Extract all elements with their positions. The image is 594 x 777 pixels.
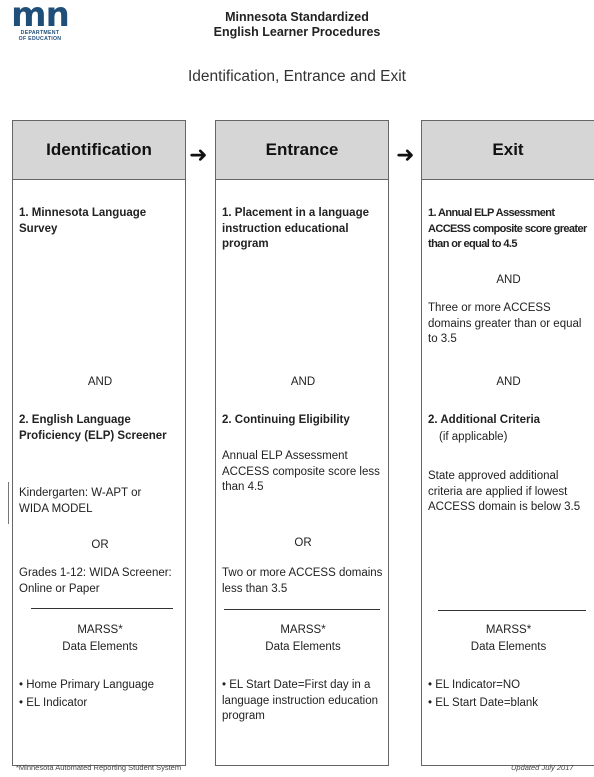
- exit-three-or-more: Three or more ACCESS domains greater tha…: [428, 302, 582, 345]
- entrance-item1: 1. Placement in a language instruction e…: [222, 207, 369, 250]
- entrance-bullet1: • EL Start Date=First day in a language …: [222, 679, 379, 722]
- identification-kindergarten: Kindergarten: W-APT or WIDA MODEL: [19, 487, 142, 515]
- identification-divider: [31, 608, 173, 609]
- document-title-line1: Minnesota Standardized: [225, 10, 369, 24]
- document-title-line2: English Learner Procedures: [213, 25, 381, 39]
- identification-item1: 1. Minnesota Language Survey: [19, 207, 147, 235]
- identification-column: Identification 1. Minnesota Language Sur…: [12, 120, 186, 766]
- exit-divider: [438, 610, 586, 611]
- updated-date: Updated July 2017: [511, 763, 574, 772]
- entrance-and: AND: [290, 376, 316, 388]
- entrance-column: Entrance 1. Placement in a language inst…: [215, 120, 389, 766]
- entrance-annual-score: Annual ELP Assessment ACCESS composite s…: [222, 450, 380, 493]
- identification-bullet2: • EL Indicator: [19, 697, 88, 709]
- entrance-item2: 2. Continuing Eligibility: [222, 414, 350, 426]
- exit-bullet2: • EL Start Date=blank: [428, 697, 539, 709]
- document-subtitle: Identification, Entrance and Exit: [188, 68, 406, 85]
- entrance-or: OR: [294, 537, 312, 549]
- arrow-right-icon: ➜: [189, 143, 208, 168]
- exit-if-applicable: (if applicable): [439, 431, 508, 443]
- logo-dept-line1: DEPARTMENT: [20, 30, 60, 36]
- mde-logo: mn DEPARTMENT OF EDUCATION: [0, 0, 80, 42]
- exit-data-elements: Data Elements: [470, 641, 547, 653]
- exit-heading: Exit: [422, 121, 594, 180]
- exit-and-2: AND: [496, 376, 521, 388]
- identification-item2: 2. English Language Proficiency (ELP) Sc…: [19, 414, 167, 442]
- arrow-right-icon: ➜: [396, 143, 415, 168]
- identification-bullet1: • Home Primary Language: [19, 679, 155, 691]
- identification-marss: MARSS*: [77, 624, 123, 636]
- identification-or: OR: [91, 539, 109, 551]
- identification-and: AND: [87, 376, 113, 388]
- exit-and-1: AND: [496, 274, 521, 286]
- identification-grades: Grades 1-12: WIDA Screener: Online or Pa…: [19, 567, 172, 595]
- entrance-divider: [224, 609, 380, 610]
- entrance-heading: Entrance: [216, 121, 388, 180]
- exit-state-criteria: State approved additional criteria are a…: [428, 470, 581, 513]
- scan-margin-mark: [8, 482, 9, 524]
- entrance-two-or-more: Two or more ACCESS domains less than 3.5: [222, 567, 383, 595]
- exit-column: Exit 1. Annual ELP Assessment ACCESS com…: [421, 120, 594, 766]
- identification-heading: Identification: [13, 121, 185, 180]
- exit-item2: 2. Additional Criteria: [428, 414, 541, 426]
- exit-item1: 1. Annual ELP Assessment ACCESS composit…: [428, 207, 587, 250]
- exit-bullet1: • EL Indicator=NO: [428, 679, 521, 691]
- exit-marss: MARSS*: [485, 624, 532, 636]
- entrance-data-elements: Data Elements: [265, 641, 341, 653]
- logo-dept-line2: OF EDUCATION: [18, 36, 62, 42]
- identification-data-elements: Data Elements: [62, 641, 138, 653]
- footnote: *Minnesota Automated Reporting Student S…: [16, 763, 182, 772]
- entrance-marss: MARSS*: [280, 624, 326, 636]
- logo-mark: mn: [11, 0, 70, 35]
